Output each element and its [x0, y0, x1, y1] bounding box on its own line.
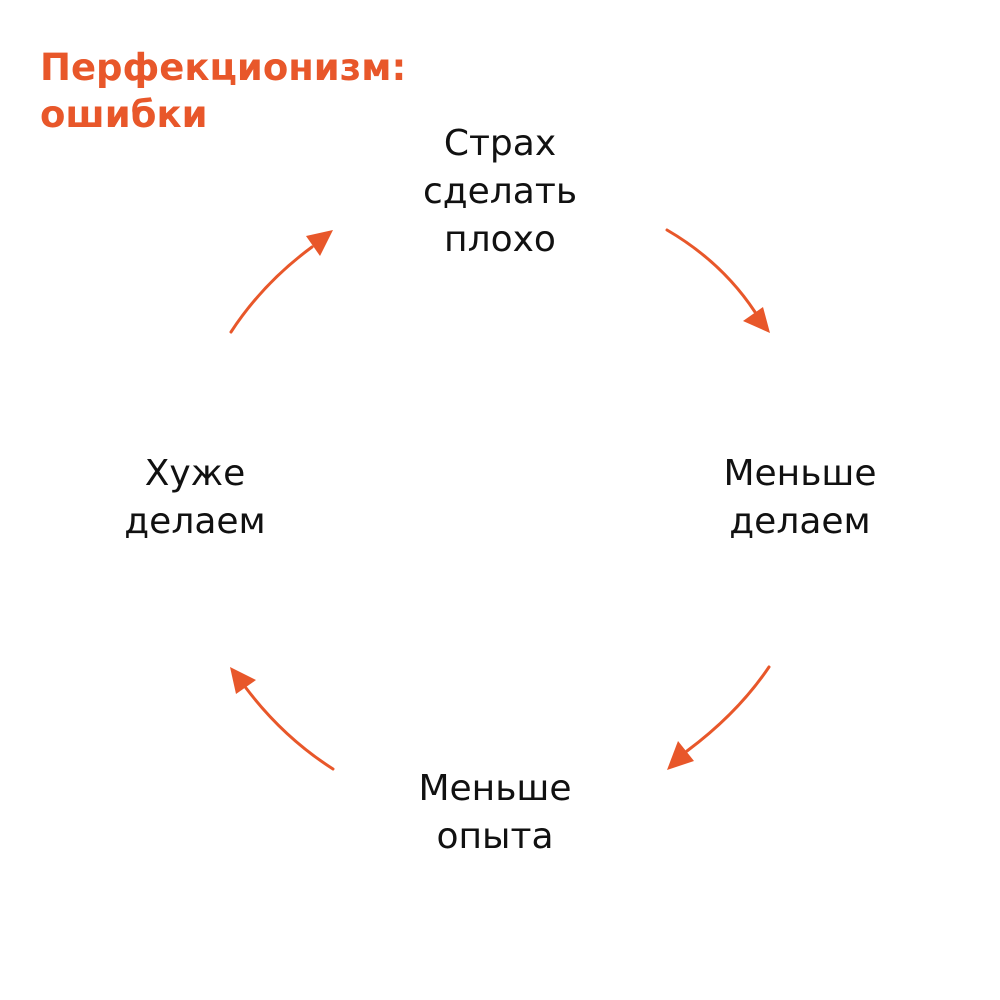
cycle-node-do-worse: Хуже делаем — [75, 450, 315, 546]
arrow-head-do-less-to-less-experience — [667, 741, 694, 770]
cycle-node-less-experience: Меньше опыта — [375, 765, 615, 861]
arrow-head-less-experience-to-do-worse — [230, 667, 256, 694]
cycle-node-fear-line-2: сделать — [422, 171, 578, 212]
diagram-title-line-1: Перфекционизм: — [40, 46, 407, 89]
cycle-node-do-less-line-2: делаем — [729, 501, 871, 542]
arrow-less-experience-to-do-worse — [244, 686, 335, 771]
cycle-node-do-worse-line-2: делаем — [124, 501, 266, 542]
diagram-title: Перфекционизм: ошибки — [40, 44, 406, 138]
cycle-node-do-less-line-1: Меньше — [723, 453, 877, 494]
cycle-node-fear: Страх сделать плохо — [375, 120, 625, 264]
arrow-head-fear-to-do-less — [743, 307, 770, 333]
cycle-node-less-experience-line-2: опыта — [436, 816, 554, 857]
arrow-do-worse-to-fear — [229, 245, 314, 334]
cycle-node-do-worse-line-1: Хуже — [144, 453, 246, 494]
diagram-title-line-2: ошибки — [40, 93, 208, 136]
arrow-do-less-to-less-experience — [685, 665, 771, 753]
cycle-node-fear-line-3: плохо — [444, 219, 556, 260]
cycle-node-do-less: Меньше делаем — [680, 450, 920, 546]
cycle-node-less-experience-line-1: Меньше — [418, 768, 572, 809]
arrow-fear-to-do-less — [665, 228, 757, 314]
arrow-head-do-worse-to-fear — [306, 230, 333, 256]
cycle-node-fear-line-1: Страх — [443, 123, 557, 164]
